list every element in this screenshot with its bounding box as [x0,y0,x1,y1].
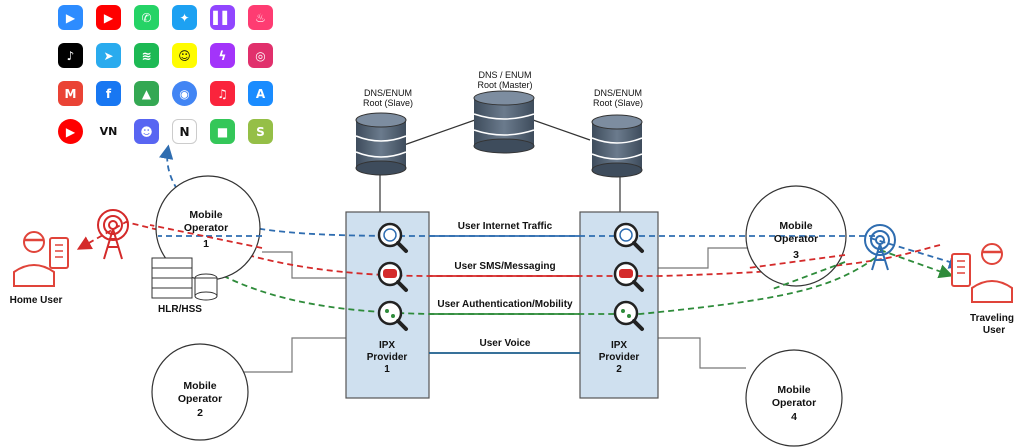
facetime-icon: ■ [210,119,235,144]
op3-line3: 3 [793,249,799,261]
sms-messaging-label: User SMS/Messaging [454,261,555,272]
operator-4-circle [745,349,843,447]
ipx2-line2: Provider [599,352,640,363]
ipx2-line1: IPX [611,340,627,351]
vn-icon: VN [96,119,121,144]
telegram-icon: ➤ [96,43,121,68]
tower-left-icon [97,209,129,260]
dns-left-line1: DNS/ENUM [364,88,412,98]
op2-line1: Mobile [183,380,216,392]
auth-flow-right [879,249,954,279]
traveling-user-icon [951,243,1013,303]
op1-line3: 1 [203,238,209,250]
music-icon: ♫ [210,81,235,106]
hlr-label: HLR/HSS [158,304,202,315]
dns-master-line1: DNS / ENUM [478,70,531,80]
zoom-icon: ▶ [58,5,83,30]
ipx1-line1: IPX [379,340,395,351]
op2-line3: 2 [197,407,203,419]
google-drive-icon: ▲ [134,81,159,106]
home-user-icon [13,231,69,287]
sms-magnifier-icon [613,261,644,292]
sms-magnifier-icon [377,261,408,292]
internet-traffic-label: User Internet Traffic [458,221,553,232]
auth-flow [194,257,876,315]
notion-icon: N [172,119,197,144]
op1-line2: Operator [184,222,228,234]
dns-left-line2: Root (Slave) [363,98,413,108]
tower-right-icon [864,224,896,271]
spotify-icon: ≋ [134,43,159,68]
facebook-icon: f [96,81,121,106]
ipx-labels: IPX Provider 1 IPX Provider 2 [367,340,640,375]
internet-magnifier-icon [377,222,408,253]
op4-line2: Operator [772,397,816,409]
chrome-icon: ◉ [172,81,197,106]
whatsapp-icon: ✆ [134,5,159,30]
internet-magnifier-icon [613,222,644,253]
ipx1-magnifiers [377,222,408,331]
dns-right-line1: DNS/ENUM [594,88,642,98]
internet-flow [159,144,875,237]
operator-labels: Mobile Operator 1 Mobile Operator 2 Mobi… [178,209,818,423]
auth-magnifier-icon [377,300,408,331]
auth-magnifier-icon [613,300,644,331]
gmail-icon: M [58,81,83,106]
voice-label: User Voice [480,338,531,349]
twitter-icon: ✦ [172,5,197,30]
dns-labels: DNS/ENUM Root (Slave) DNS / ENUM Root (M… [363,70,643,108]
op3-line2: Operator [774,233,818,245]
operator-circles [151,175,847,447]
op4-line3: 4 [791,411,797,423]
dns-right-line2: Root (Slave) [593,98,643,108]
dns-master-line2: Root (Master) [477,80,532,90]
sms-flow-left [869,237,964,269]
hlr-hss-server-icon [151,257,218,301]
dns-database-left [355,112,407,176]
youtube-icon: ▶ [96,5,121,30]
ipx-interconnects [429,235,580,354]
op3-line1: Mobile [779,220,812,232]
operator-2-circle [151,343,249,441]
snapchat-icon: ☺ [172,43,197,68]
dns-database-master [473,90,535,154]
messenger-icon: ϟ [210,43,235,68]
ipx1-line3: 1 [384,364,390,375]
auth-mobility-label: User Authentication/Mobility [437,299,573,310]
instagram-icon: ◎ [248,43,273,68]
op4-line1: Mobile [777,384,810,396]
tiktok-icon: ♪ [58,43,83,68]
operator-3-circle [745,185,847,287]
dns-database-right [591,114,643,178]
tinder-icon: ♨ [248,5,273,30]
op2-line2: Operator [178,393,222,405]
ipx2-magnifiers [613,222,644,331]
dns-links [379,119,621,212]
shopify-icon: S [248,119,273,144]
ipx2-line3: 2 [616,364,622,375]
op1-line1: Mobile [189,209,222,221]
traveling-user-label-line2: User [983,325,1005,336]
flow-overlays [149,224,846,291]
discord-icon: ☻ [134,119,159,144]
youtube-music-icon: ▶ [58,119,83,144]
traveling-user-label-line1: Traveling [970,313,1014,324]
ipx1-line2: Provider [367,352,408,363]
home-user-label: Home User [10,295,63,306]
app-store-icon: A [248,81,273,106]
twitch-icon: ▌▌ [210,5,235,30]
link-labels: User Internet Traffic User SMS/Messaging… [437,221,573,349]
